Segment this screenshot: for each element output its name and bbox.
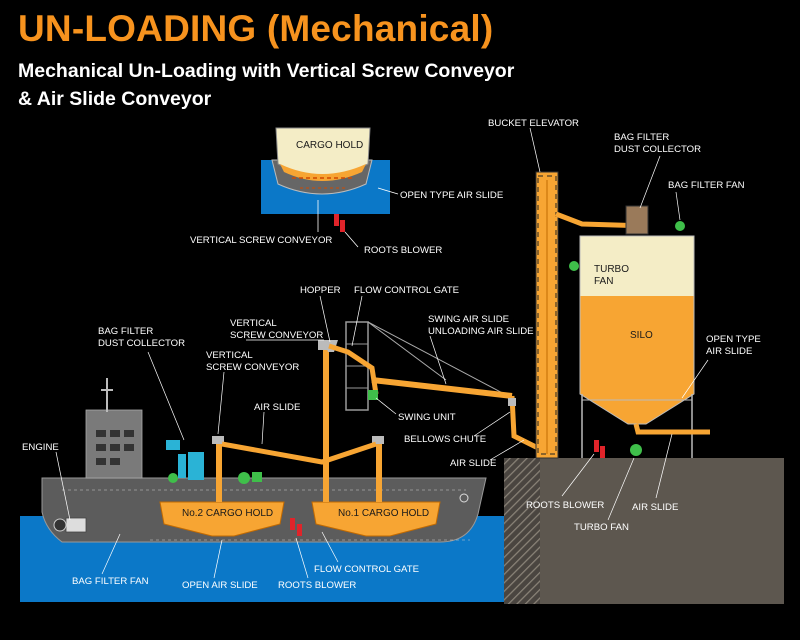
- swing-air-slide-label: SWING AIR SLIDE: [428, 314, 509, 325]
- ship-bag-filter-fan-label: BAG FILTER FAN: [72, 576, 149, 587]
- vertical-screw-conveyor-c: [323, 346, 329, 502]
- page-title: UN-LOADING (Mechanical): [18, 8, 494, 49]
- silo-label: SILO: [630, 330, 653, 341]
- shore-bag-filter-fan-label: BAG FILTER FAN: [668, 180, 745, 191]
- shore-terminal: TURBO FAN SILO BUCKET ELEVATOR BAG FILTE…: [488, 118, 784, 604]
- swing-unit-icon: [368, 390, 378, 400]
- flow-control-gate-label: FLOW CONTROL GATE: [354, 285, 459, 296]
- silo-air-slide: [633, 423, 710, 435]
- ship-roots-blower-icon: [290, 518, 295, 530]
- inset-roots-blower-icon: [334, 214, 339, 226]
- silo-turbo-fan-icon: [569, 261, 579, 271]
- deck-turbo-fan-icon: [238, 472, 250, 484]
- engine-label: ENGINE: [22, 442, 59, 453]
- quay-ground: [504, 458, 784, 604]
- shore-bag-filter-icon: [625, 205, 649, 235]
- ship-flow-control-gate-label: FLOW CONTROL GATE: [314, 564, 419, 575]
- vertical-screw-conveyor-b-label-1: VERTICAL: [230, 318, 277, 329]
- ship-bag-filter-icon: [188, 452, 204, 480]
- transfer-system: HOPPER FLOW CONTROL GATE SWING AIR SLIDE…: [300, 285, 548, 469]
- hopper-label: HOPPER: [300, 285, 341, 296]
- open-type-air-slide-label-1: OPEN TYPE: [706, 334, 761, 345]
- ship: No.2 CARGO HOLD No.1 CARGO HOLD ENGINE B…: [20, 318, 504, 602]
- cargo-hold-1-label: No.1 CARGO HOLD: [338, 508, 429, 519]
- inset-vertical-screw-conveyor-label: VERTICAL SCREW CONVEYOR: [190, 235, 332, 246]
- ship-bag-filter-label-2: DUST COLLECTOR: [98, 338, 185, 349]
- cargo-hold-1: [311, 501, 441, 537]
- unloading-air-slide-label: UNLOADING AIR SLIDE: [428, 326, 534, 337]
- cargo-hold-2-label: No.2 CARGO HOLD: [182, 508, 273, 519]
- shore-bag-filter-label-2: DUST COLLECTOR: [614, 144, 701, 155]
- engine-icon: [65, 517, 87, 533]
- bellows-chute: [509, 395, 548, 455]
- inset-cargo-hold: [275, 127, 371, 176]
- transfer-air-slide-label: AIR SLIDE: [450, 458, 496, 469]
- vertical-screw-conveyor-a-label-1: VERTICAL: [206, 350, 253, 361]
- flow-control-air-slide: [328, 343, 379, 395]
- quay-edge: [504, 458, 540, 604]
- inset-cross-section: CARGO HOLD OPEN TYPE AIR SLIDE VERTICAL …: [190, 127, 503, 256]
- ship-roots-blower-label: ROOTS BLOWER: [278, 580, 356, 591]
- shore-air-slide-label: AIR SLIDE: [632, 502, 678, 513]
- swing-air-slide: [371, 377, 513, 399]
- ship-fan-icon: [168, 473, 178, 483]
- deck-air-slide: [221, 441, 377, 465]
- cargo-hold-2: [159, 501, 285, 537]
- ship-bag-filter-label-1: BAG FILTER: [98, 326, 153, 337]
- inset-open-type-air-slide-label: OPEN TYPE AIR SLIDE: [400, 190, 503, 201]
- vertical-screw-conveyor-b-label-2: SCREW CONVEYOR: [230, 330, 323, 341]
- shore-roots-blower-icon: [594, 440, 599, 452]
- vertical-screw-conveyor-b: [376, 440, 382, 502]
- vertical-screw-conveyor-a-label-2: SCREW CONVEYOR: [206, 362, 299, 373]
- subtitle-line-2: & Air Slide Conveyor: [18, 88, 212, 110]
- silo-top: [580, 236, 694, 296]
- inset-cargo-fill: [280, 164, 366, 181]
- silo-turbo-fan-label-2: FAN: [594, 276, 613, 287]
- shore-turbo-fan-icon: [630, 444, 642, 456]
- inset-roots-blower-label: ROOTS BLOWER: [364, 245, 442, 256]
- swing-unit-label: SWING UNIT: [398, 412, 456, 423]
- shore-roots-blower-label: ROOTS BLOWER: [526, 500, 604, 511]
- shore-bag-filter-label-1: BAG FILTER: [614, 132, 669, 143]
- open-air-slide-label: OPEN AIR SLIDE: [182, 580, 258, 591]
- shore-turbo-fan-label: TURBO FAN: [574, 522, 629, 533]
- silo-turbo-fan-label-1: TURBO: [594, 264, 629, 275]
- shore-bag-filter-fan-icon: [675, 221, 685, 231]
- bucket-elevator-label: BUCKET ELEVATOR: [488, 118, 579, 129]
- open-type-air-slide-label-2: AIR SLIDE: [706, 346, 752, 357]
- bellows-chute-label: BELLOWS CHUTE: [404, 434, 486, 445]
- vertical-screw-conveyor-a: [216, 440, 222, 502]
- ship-air-slide-label: AIR SLIDE: [254, 402, 300, 413]
- silo-body: [580, 296, 694, 424]
- subtitle-line-1: Mechanical Un-Loading with Vertical Scre…: [18, 60, 515, 82]
- inset-cargo-hold-label: CARGO HOLD: [296, 140, 363, 151]
